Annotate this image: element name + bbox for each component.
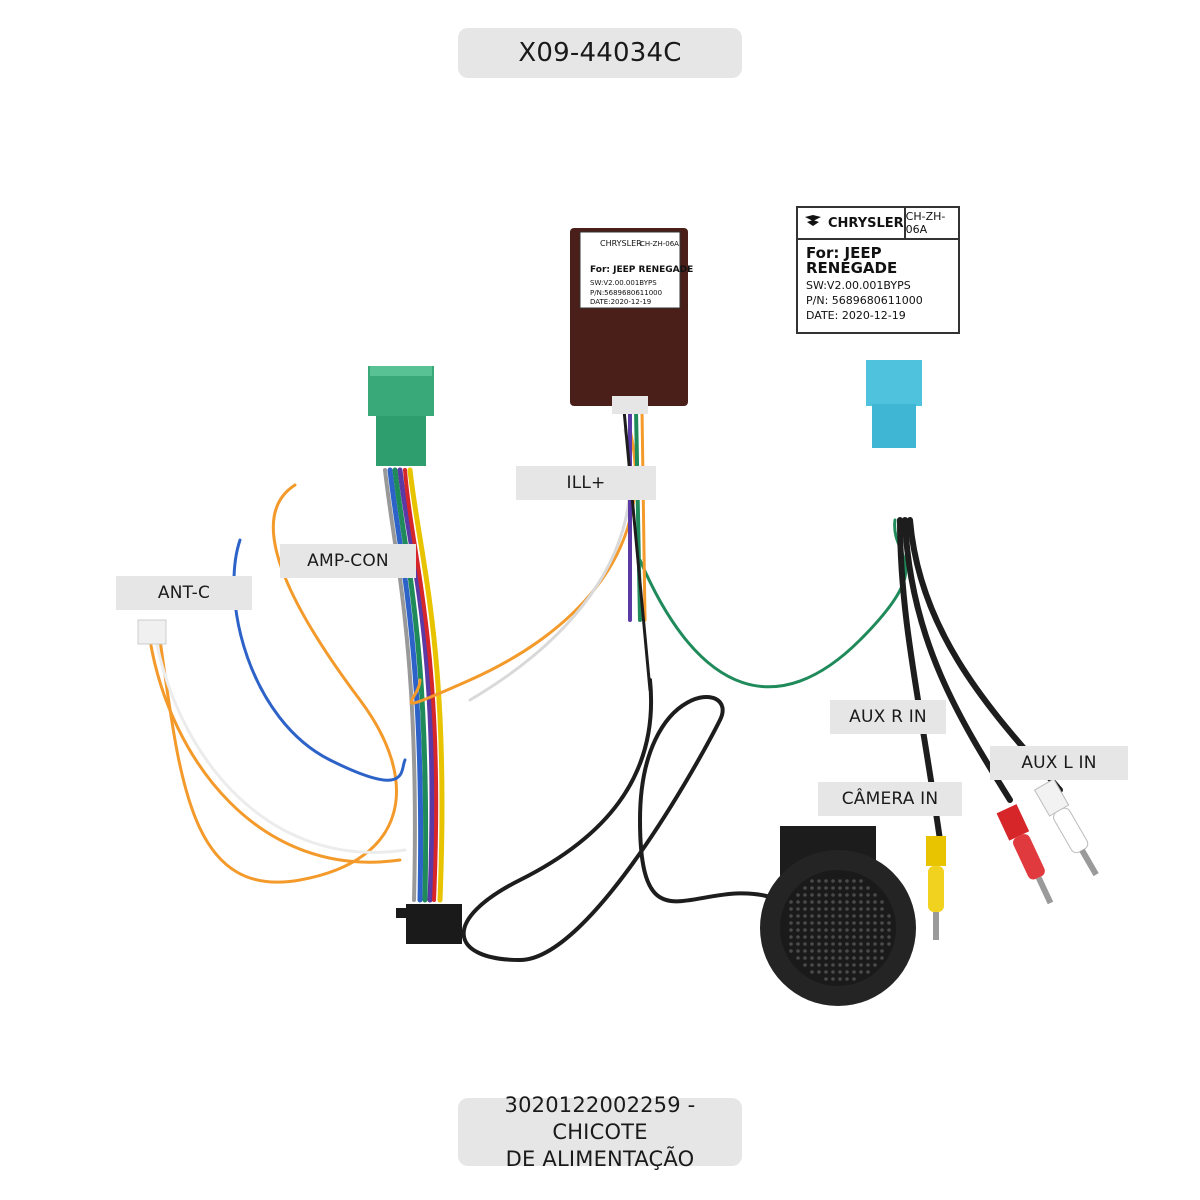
speaker-grille-icon	[789, 879, 891, 981]
module-pn: P/N: 5689680611000	[806, 294, 923, 307]
rca-yellow	[926, 836, 946, 940]
green-connector	[368, 366, 434, 466]
svg-text:DATE:2020-12-19: DATE:2020-12-19	[590, 298, 651, 306]
rca-white	[1033, 778, 1099, 877]
module-code: CH-ZH-06A	[903, 208, 958, 238]
amp-con-label: AMP-CON	[280, 544, 416, 578]
svg-text:SW:V2.00.001BYPS: SW:V2.00.001BYPS	[590, 279, 657, 287]
ant-c-label: ANT-C	[116, 576, 252, 610]
svg-text:CH-ZH-06A: CH-ZH-06A	[640, 240, 679, 248]
description-line-2: DE ALIMENTAÇÃO	[505, 1146, 695, 1171]
module-label-card: CHRYSLER CH-ZH-06A For: JEEP RENEGADE SW…	[796, 206, 960, 334]
chrysler-logo-icon	[804, 214, 822, 232]
camera-in-label: CÂMERA IN	[818, 782, 962, 816]
svg-text:P/N:5689680611000: P/N:5689680611000	[590, 289, 662, 297]
interface-module-box: CHRYSLER CH-ZH-06A For: JEEP RENEGADE SW…	[570, 228, 693, 414]
ill-plus-label: ILL+	[516, 466, 656, 500]
module-brand: CHRYSLER	[798, 208, 904, 238]
harness-plug	[406, 904, 462, 944]
svg-text:CHRYSLER: CHRYSLER	[600, 239, 642, 248]
rca-red	[996, 804, 1054, 905]
aux-l-in-label: AUX L IN	[990, 746, 1128, 780]
module-for-line: For: JEEP RENEGADE	[806, 244, 898, 277]
brand-text: CHRYSLER	[828, 215, 904, 231]
product-code-title: X09-44034C	[458, 28, 742, 78]
aux-r-in-label: AUX R IN	[830, 700, 946, 734]
description-line-1: 3020122002259 - CHICOTE	[504, 1092, 696, 1144]
microphone	[760, 826, 916, 1006]
module-sw: SW:V2.00.001BYPS	[806, 279, 911, 292]
cyan-connector	[866, 360, 922, 448]
module-date: DATE: 2020-12-19	[806, 309, 906, 322]
svg-text:For: JEEP RENEGADE: For: JEEP RENEGADE	[590, 265, 693, 275]
product-description: 3020122002259 - CHICOTE DE ALIMENTAÇÃO	[458, 1093, 742, 1171]
